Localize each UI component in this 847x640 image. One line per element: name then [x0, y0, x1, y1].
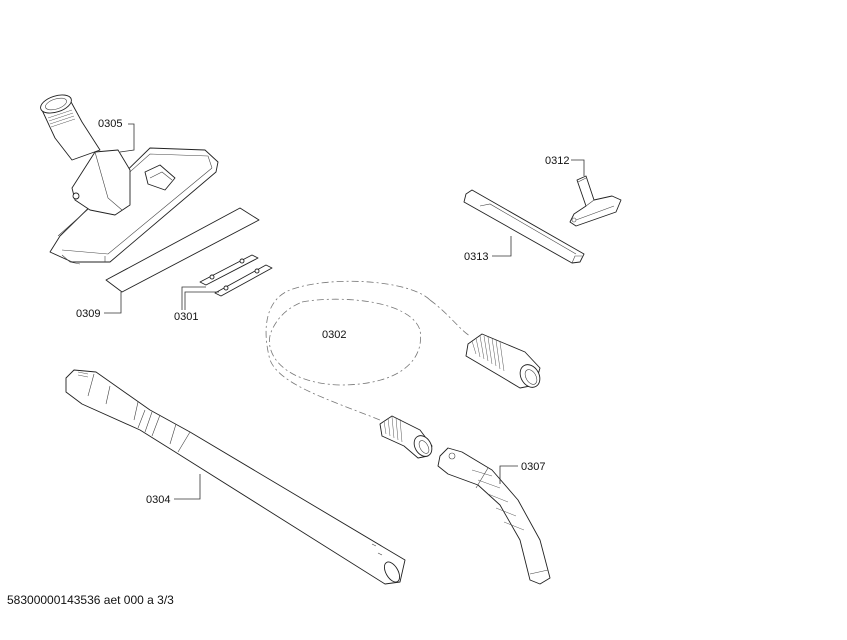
upholstery-nozzle-part[interactable]: [569, 175, 622, 227]
label-0302: 0302: [322, 329, 347, 341]
label-0312: 0312: [545, 155, 570, 167]
label-0301: 0301: [174, 311, 199, 323]
leader-lines: [104, 123, 585, 500]
handle-part[interactable]: [437, 447, 551, 585]
telescopic-tube-part[interactable]: [65, 369, 406, 585]
label-0305: 0305: [98, 118, 123, 130]
document-code: 58300000143536 aet 000 a 3/3: [7, 593, 174, 607]
leader-0305: [119, 123, 135, 153]
label-0307: 0307: [521, 461, 546, 473]
suction-hose-part[interactable]: [265, 280, 544, 459]
crevice-tool-part[interactable]: [463, 189, 585, 264]
floor-nozzle-part[interactable]: [38, 91, 219, 265]
label-0309: 0309: [76, 308, 101, 320]
leader-0301-b: [184, 291, 219, 310]
label-0313: 0313: [464, 251, 489, 263]
brush-strips-part[interactable]: [199, 254, 273, 297]
leader-0312: [571, 159, 585, 176]
leader-0307: [499, 465, 518, 484]
leader-0313: [492, 236, 512, 257]
strip-part[interactable]: [105, 207, 260, 293]
label-0304: 0304: [146, 494, 171, 506]
leader-0304: [174, 474, 201, 500]
leader-0301-a: [181, 286, 206, 310]
leader-0309: [104, 292, 122, 314]
